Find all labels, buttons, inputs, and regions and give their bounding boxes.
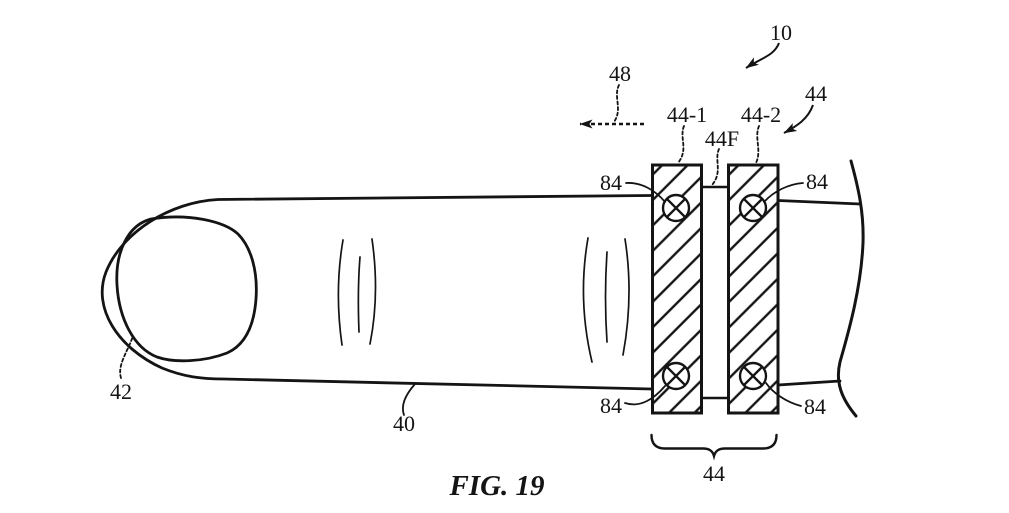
hand-outline xyxy=(836,159,865,418)
leader-44-2 xyxy=(755,125,760,164)
device-pointer-arrow xyxy=(745,42,780,69)
finger-body-outline xyxy=(100,194,654,391)
label-44-brace: 44 xyxy=(703,461,725,486)
label-84-bottom-left: 84 xyxy=(600,393,622,418)
leader-40 xyxy=(402,383,416,416)
ring-device xyxy=(651,163,780,415)
finger-top-line-right xyxy=(776,199,862,206)
leader-84-top-right xyxy=(763,182,804,203)
sensor-marker-bottom-right xyxy=(738,361,768,391)
leader-48 xyxy=(613,84,620,123)
leader-84-bottom-right xyxy=(765,382,802,407)
sensor-marker-bottom-left xyxy=(661,361,691,391)
label-42: 42 xyxy=(110,379,132,404)
label-44-top: 44 xyxy=(805,81,827,106)
sensor-marker-top-right xyxy=(738,193,768,223)
finger-bottom-line-right xyxy=(776,379,842,387)
knuckle-creases-proximal xyxy=(582,237,630,363)
label-84-top-right: 84 xyxy=(806,169,828,194)
label-44-2: 44-2 xyxy=(741,102,781,127)
sensor-marker-top-left xyxy=(661,193,691,223)
label-40: 40 xyxy=(393,411,415,436)
figure-caption: FIG. 19 xyxy=(448,470,544,502)
label-84-top-left: 84 xyxy=(600,170,622,195)
leader-42 xyxy=(119,335,134,379)
label-10: 10 xyxy=(770,20,792,45)
ring-pointer-arrow xyxy=(783,104,814,134)
label-44-1: 44-1 xyxy=(667,102,707,127)
leader-84-bottom-left xyxy=(624,385,666,406)
ring-group-brace xyxy=(650,433,778,461)
sensor-markers xyxy=(661,193,768,391)
knuckle-creases-mid xyxy=(337,238,377,346)
label-84-bottom-right: 84 xyxy=(804,394,826,419)
leader-84-top-left xyxy=(625,182,666,203)
fingernail-outline xyxy=(115,215,258,363)
label-44F: 44F xyxy=(705,126,739,151)
leader-44F xyxy=(711,148,720,186)
label-48: 48 xyxy=(609,61,631,86)
leader-44-1 xyxy=(677,125,685,164)
